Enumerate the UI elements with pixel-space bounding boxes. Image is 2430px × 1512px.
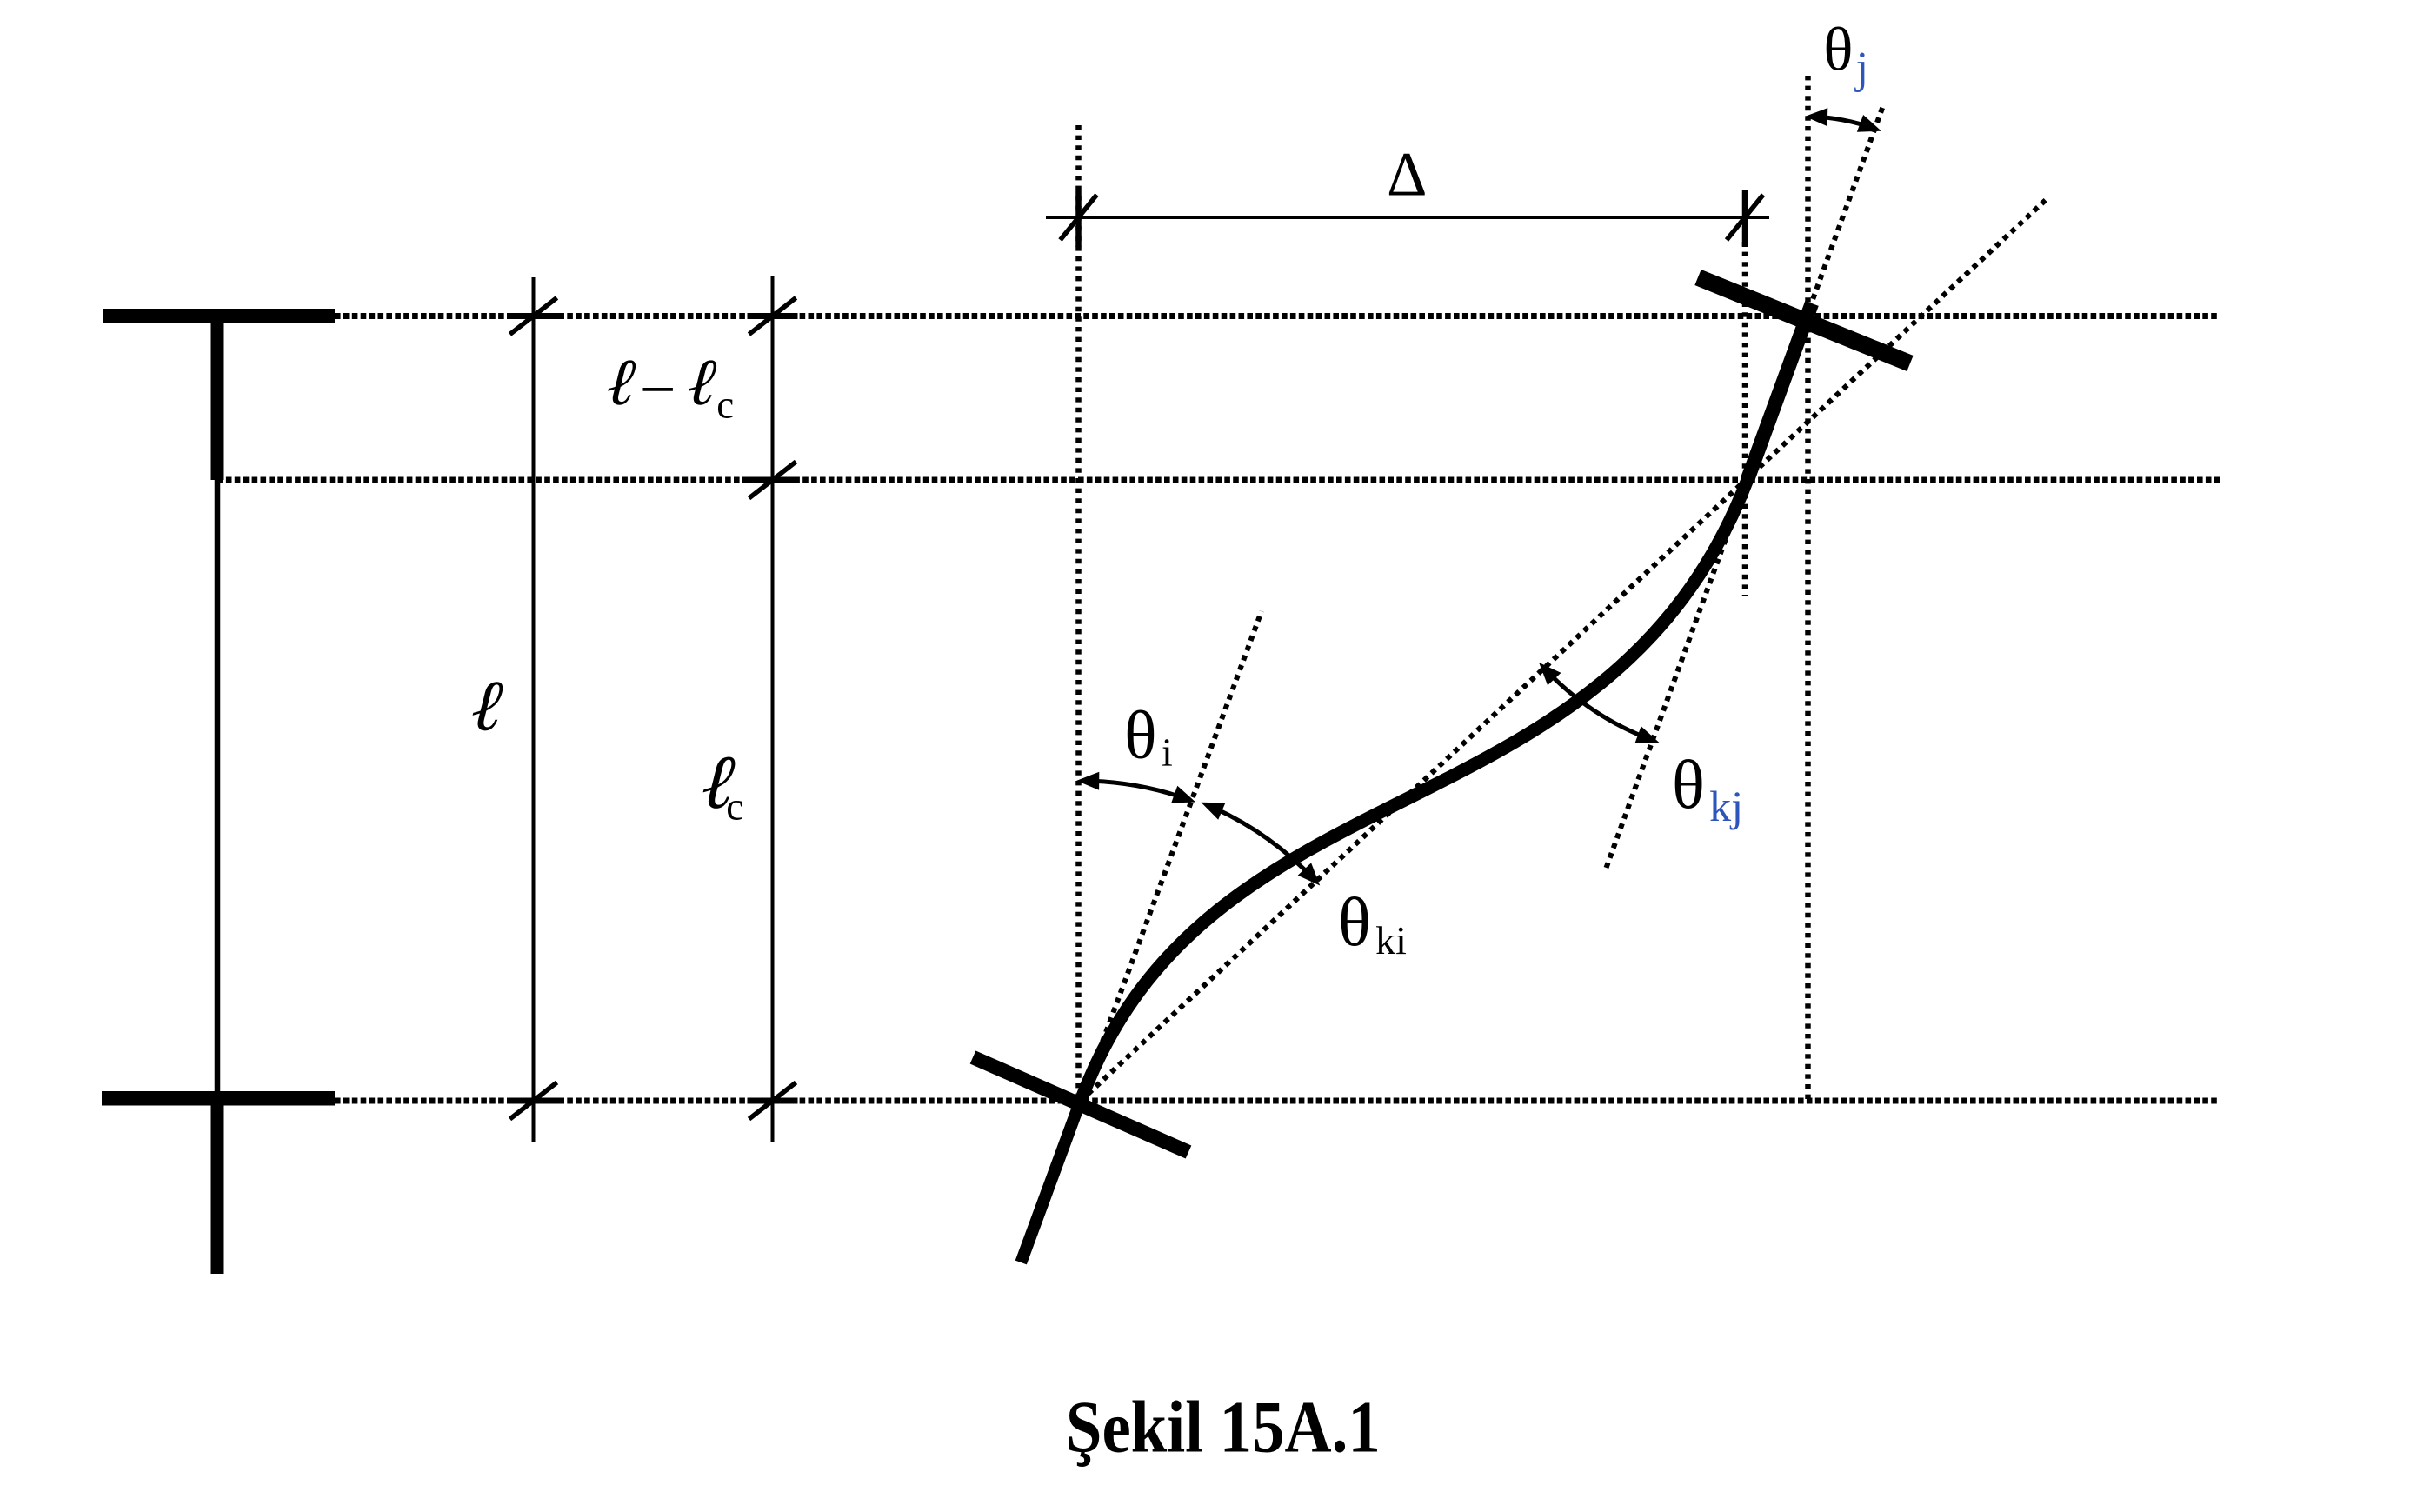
svg-text:ℓ: ℓ	[461, 667, 516, 747]
svg-text:θ: θ	[1338, 885, 1371, 961]
svg-text:c: c	[716, 383, 734, 427]
svg-text:Δ: Δ	[1387, 140, 1427, 210]
svg-text:i: i	[1162, 729, 1173, 774]
svg-text:Şekil 15A.1: Şekil 15A.1	[1066, 1387, 1381, 1469]
svg-text:θ: θ	[1823, 17, 1853, 84]
svg-text:−: −	[640, 355, 676, 426]
svg-text:c: c	[726, 785, 743, 829]
svg-text:j: j	[1854, 43, 1868, 93]
svg-text:kj: kj	[1709, 782, 1743, 830]
svg-text:θ: θ	[1672, 748, 1705, 823]
svg-text:θ: θ	[1124, 697, 1156, 773]
svg-text:ki: ki	[1375, 918, 1407, 962]
